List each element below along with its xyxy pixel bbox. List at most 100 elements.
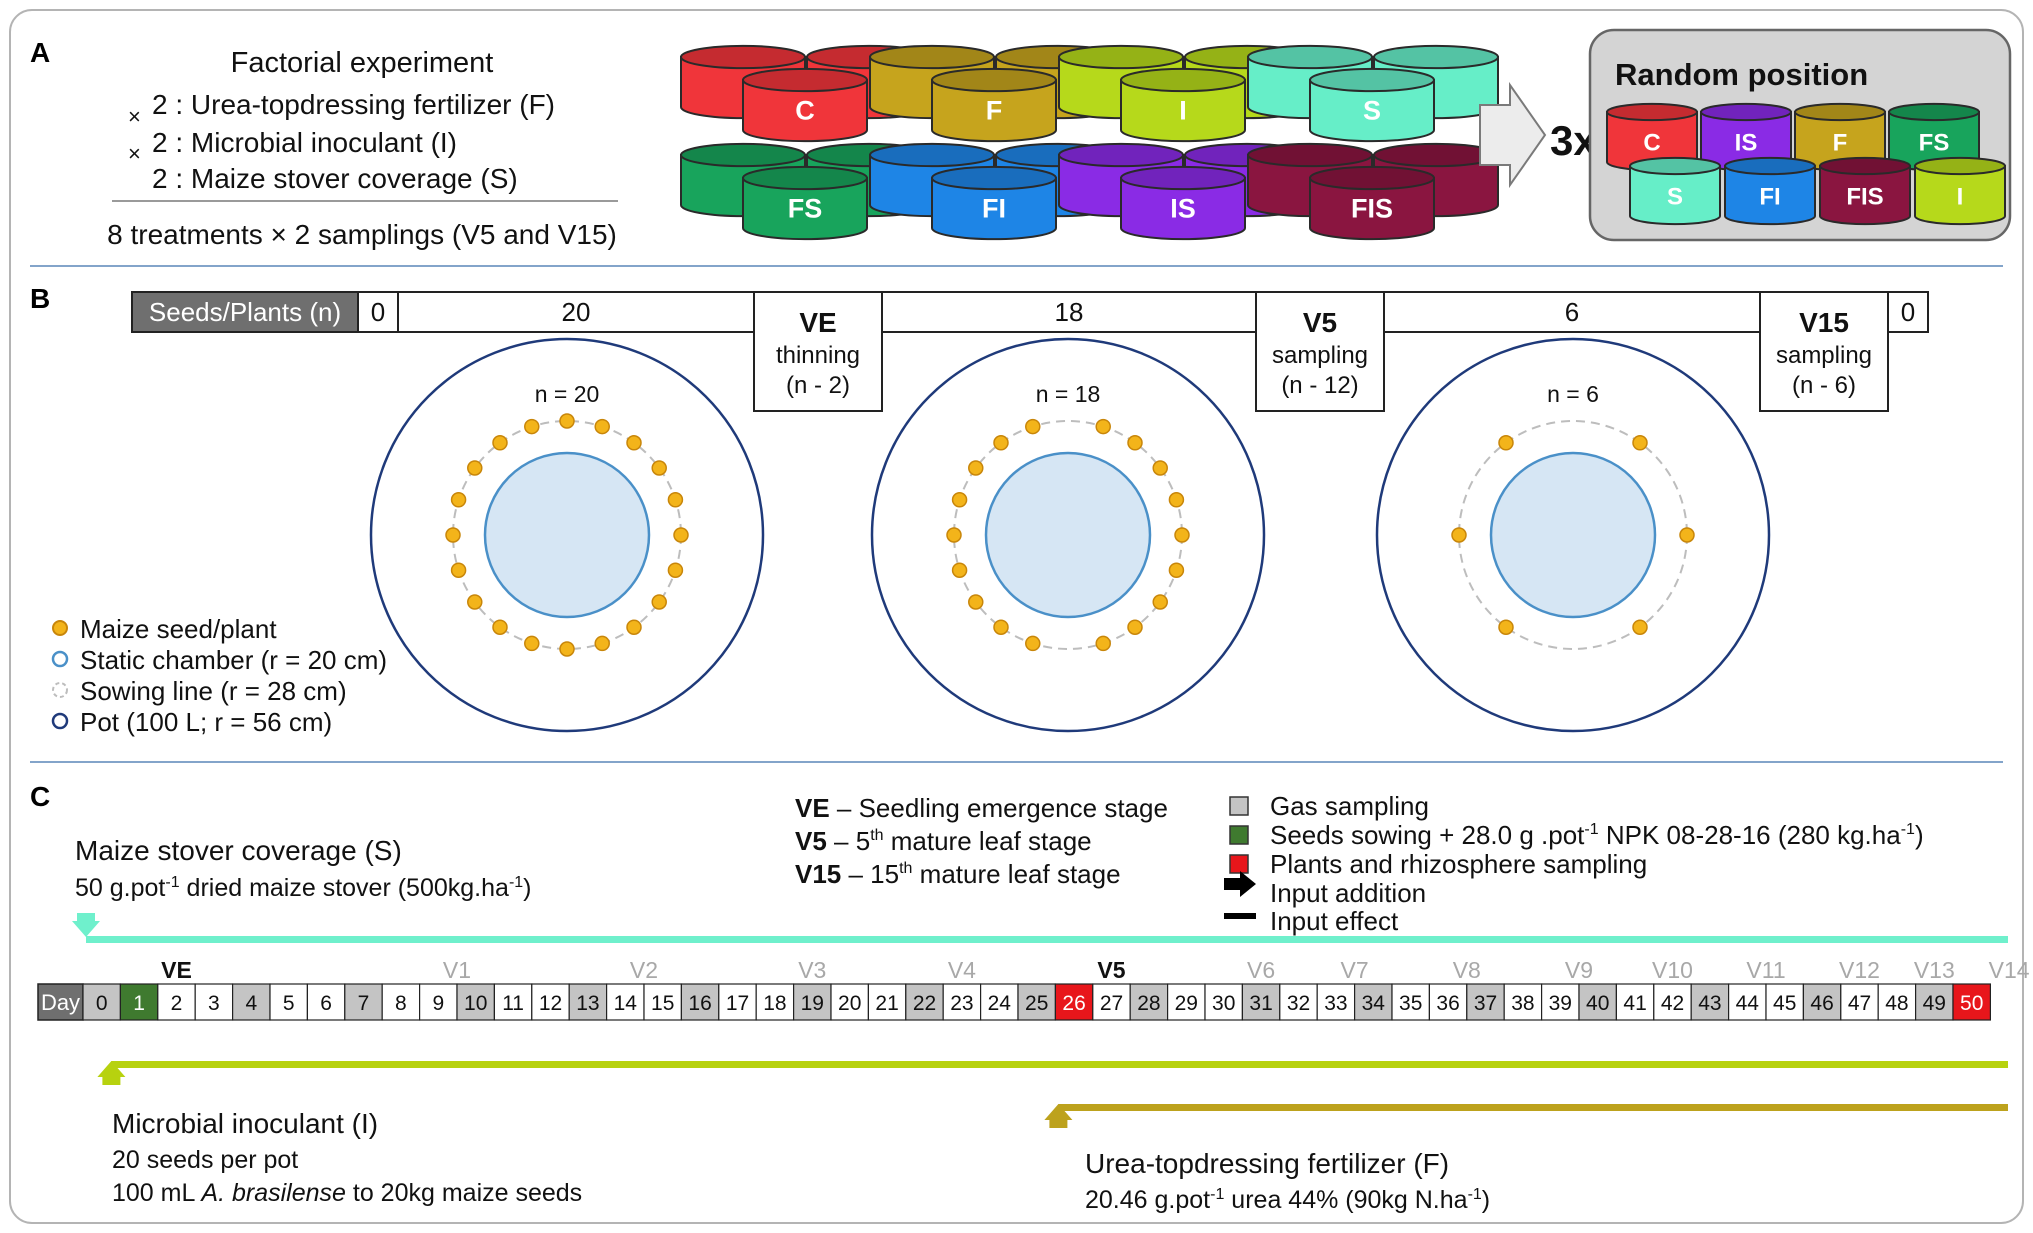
maize-seed [467, 460, 483, 476]
inoculant-desc-1: 20 seeds per pot [112, 1146, 298, 1174]
maize-seed [651, 460, 667, 476]
maize-seed [559, 641, 575, 657]
sowing-line-legend-icon [52, 682, 68, 698]
growth-stage-labels: VEV1V2V3V4V5V6V7V8V9V10V11V12V13V14V15 [161, 957, 2030, 983]
maize-seed [1498, 619, 1514, 635]
pot-rim [1247, 44, 1373, 70]
day-cell: 9 [419, 983, 458, 1021]
maize-seed [651, 594, 667, 610]
stage-label-v11: V11 [1746, 957, 1785, 983]
pot-count-label: n = 18 [1036, 381, 1101, 407]
day-cell: 43 [1690, 983, 1730, 1021]
panel-c: C Maize stover coverage (S) 50 g.pot-1 d… [30, 781, 2030, 1214]
pot-rim [680, 44, 806, 70]
day-number: 50 [1960, 992, 1983, 1015]
pot-rim [1120, 67, 1246, 93]
day-cell: 0 [82, 983, 122, 1021]
day-cell-box [1690, 983, 1730, 1021]
pot-label: FIS [1846, 183, 1883, 210]
day-cell: 38 [1503, 983, 1543, 1021]
inoculant-effect-line [111, 1061, 2008, 1068]
day-number: 37 [1474, 992, 1497, 1015]
fertilizer-effect-line [1058, 1104, 2008, 1111]
day-number: 47 [1848, 992, 1871, 1015]
maize-seed [1152, 460, 1168, 476]
day-cell: 26 [1054, 983, 1094, 1021]
pot-rim [1914, 156, 2006, 176]
pot-label: FS [1919, 129, 1950, 156]
day-cell-box [1578, 983, 1618, 1021]
day-number: 40 [1586, 992, 1609, 1015]
static-chamber [483, 451, 651, 619]
day-cell-box [1092, 983, 1131, 1021]
day-number: 43 [1698, 992, 1721, 1015]
panel-a: A Factorial experiment × × 2 : Urea-topd… [30, 28, 2012, 250]
day-number: 13 [576, 992, 599, 1015]
panel-a-title: Factorial experiment [231, 47, 494, 79]
stage-count-change: (n - 12) [1281, 372, 1358, 399]
day-cell: 33 [1316, 983, 1356, 1021]
inoculant-desc-2: 100 mL A. brasilense to 20kg maize seeds [112, 1179, 582, 1207]
timeline-cell-box [753, 291, 883, 412]
stage-label-v8: V8 [1453, 957, 1481, 983]
stage-label-v3: V3 [798, 957, 826, 983]
day-cell: 11 [493, 983, 533, 1021]
maize-seed [1632, 619, 1648, 635]
pot-rim [931, 165, 1057, 191]
pot-label: I [1957, 183, 1964, 210]
legend-pot: Pot (100 L; r = 56 cm) [80, 707, 332, 737]
maize-seed [594, 418, 610, 435]
pot-rim [1700, 102, 1792, 122]
input-effect-line-icon [1224, 913, 1256, 919]
stage-label-v12: V12 [1839, 957, 1880, 983]
day-cell-box [979, 983, 1019, 1021]
fertilizer-description: 20.46 g.pot-1 urea 44% (90kg N.ha-1) [1085, 1186, 1490, 1214]
day-number: 16 [688, 992, 711, 1015]
day-number: 49 [1923, 992, 1946, 1015]
maize-seed [1025, 635, 1041, 652]
day-number: 34 [1362, 992, 1386, 1015]
pot-rim [1373, 44, 1499, 70]
day-number: 44 [1736, 992, 1760, 1015]
day-number: 27 [1100, 992, 1123, 1015]
stage-label-v9: V9 [1565, 957, 1593, 983]
pot-body [1309, 79, 1435, 143]
day-label: Day [41, 990, 80, 1015]
day-number: 42 [1661, 992, 1684, 1015]
legend-sowing-line: Sowing line (r = 28 cm) [80, 676, 347, 706]
day-cell: 42 [1653, 983, 1692, 1021]
panel-b-legend: Maize seed/plant Static chamber (r = 20 … [51, 614, 387, 737]
stage-action: thinning [776, 342, 860, 369]
day-cell-box [830, 983, 870, 1021]
maize-seed [467, 594, 483, 610]
stage-label-v7: V7 [1341, 957, 1369, 983]
maize-seed [524, 418, 540, 435]
day-cell-box [269, 983, 309, 1021]
maize-seed [450, 492, 467, 508]
day-cell-box [1166, 983, 1206, 1021]
pot-body [1309, 177, 1435, 241]
day-cell-box [1204, 983, 1244, 1021]
timeline-cell-n20: 20 [397, 291, 755, 333]
pot-label: S [1363, 95, 1381, 125]
day-number: 7 [358, 992, 370, 1015]
maize-seed [1451, 527, 1467, 543]
day-cell: 24 [979, 983, 1019, 1021]
day-number: 2 [171, 992, 183, 1015]
day-cell: 47 [1840, 983, 1879, 1021]
pot-body [1724, 165, 1816, 226]
maize-seed [1174, 527, 1190, 543]
day-cell: 13 [568, 983, 608, 1021]
fertilizer-title: Urea-topdressing fertilizer (F) [1085, 1148, 1449, 1179]
pot-FIS: FIS [1309, 165, 1435, 241]
maize-seed [993, 435, 1009, 451]
day-number: 4 [245, 992, 257, 1015]
maize-seed [626, 435, 642, 451]
pot-rim [742, 67, 868, 93]
maize-seed [1168, 492, 1185, 508]
maize-seed [946, 527, 962, 543]
pot-label: FS [788, 193, 823, 223]
pot-legend-icon [51, 712, 69, 730]
pot-count-label: n = 20 [535, 381, 600, 407]
